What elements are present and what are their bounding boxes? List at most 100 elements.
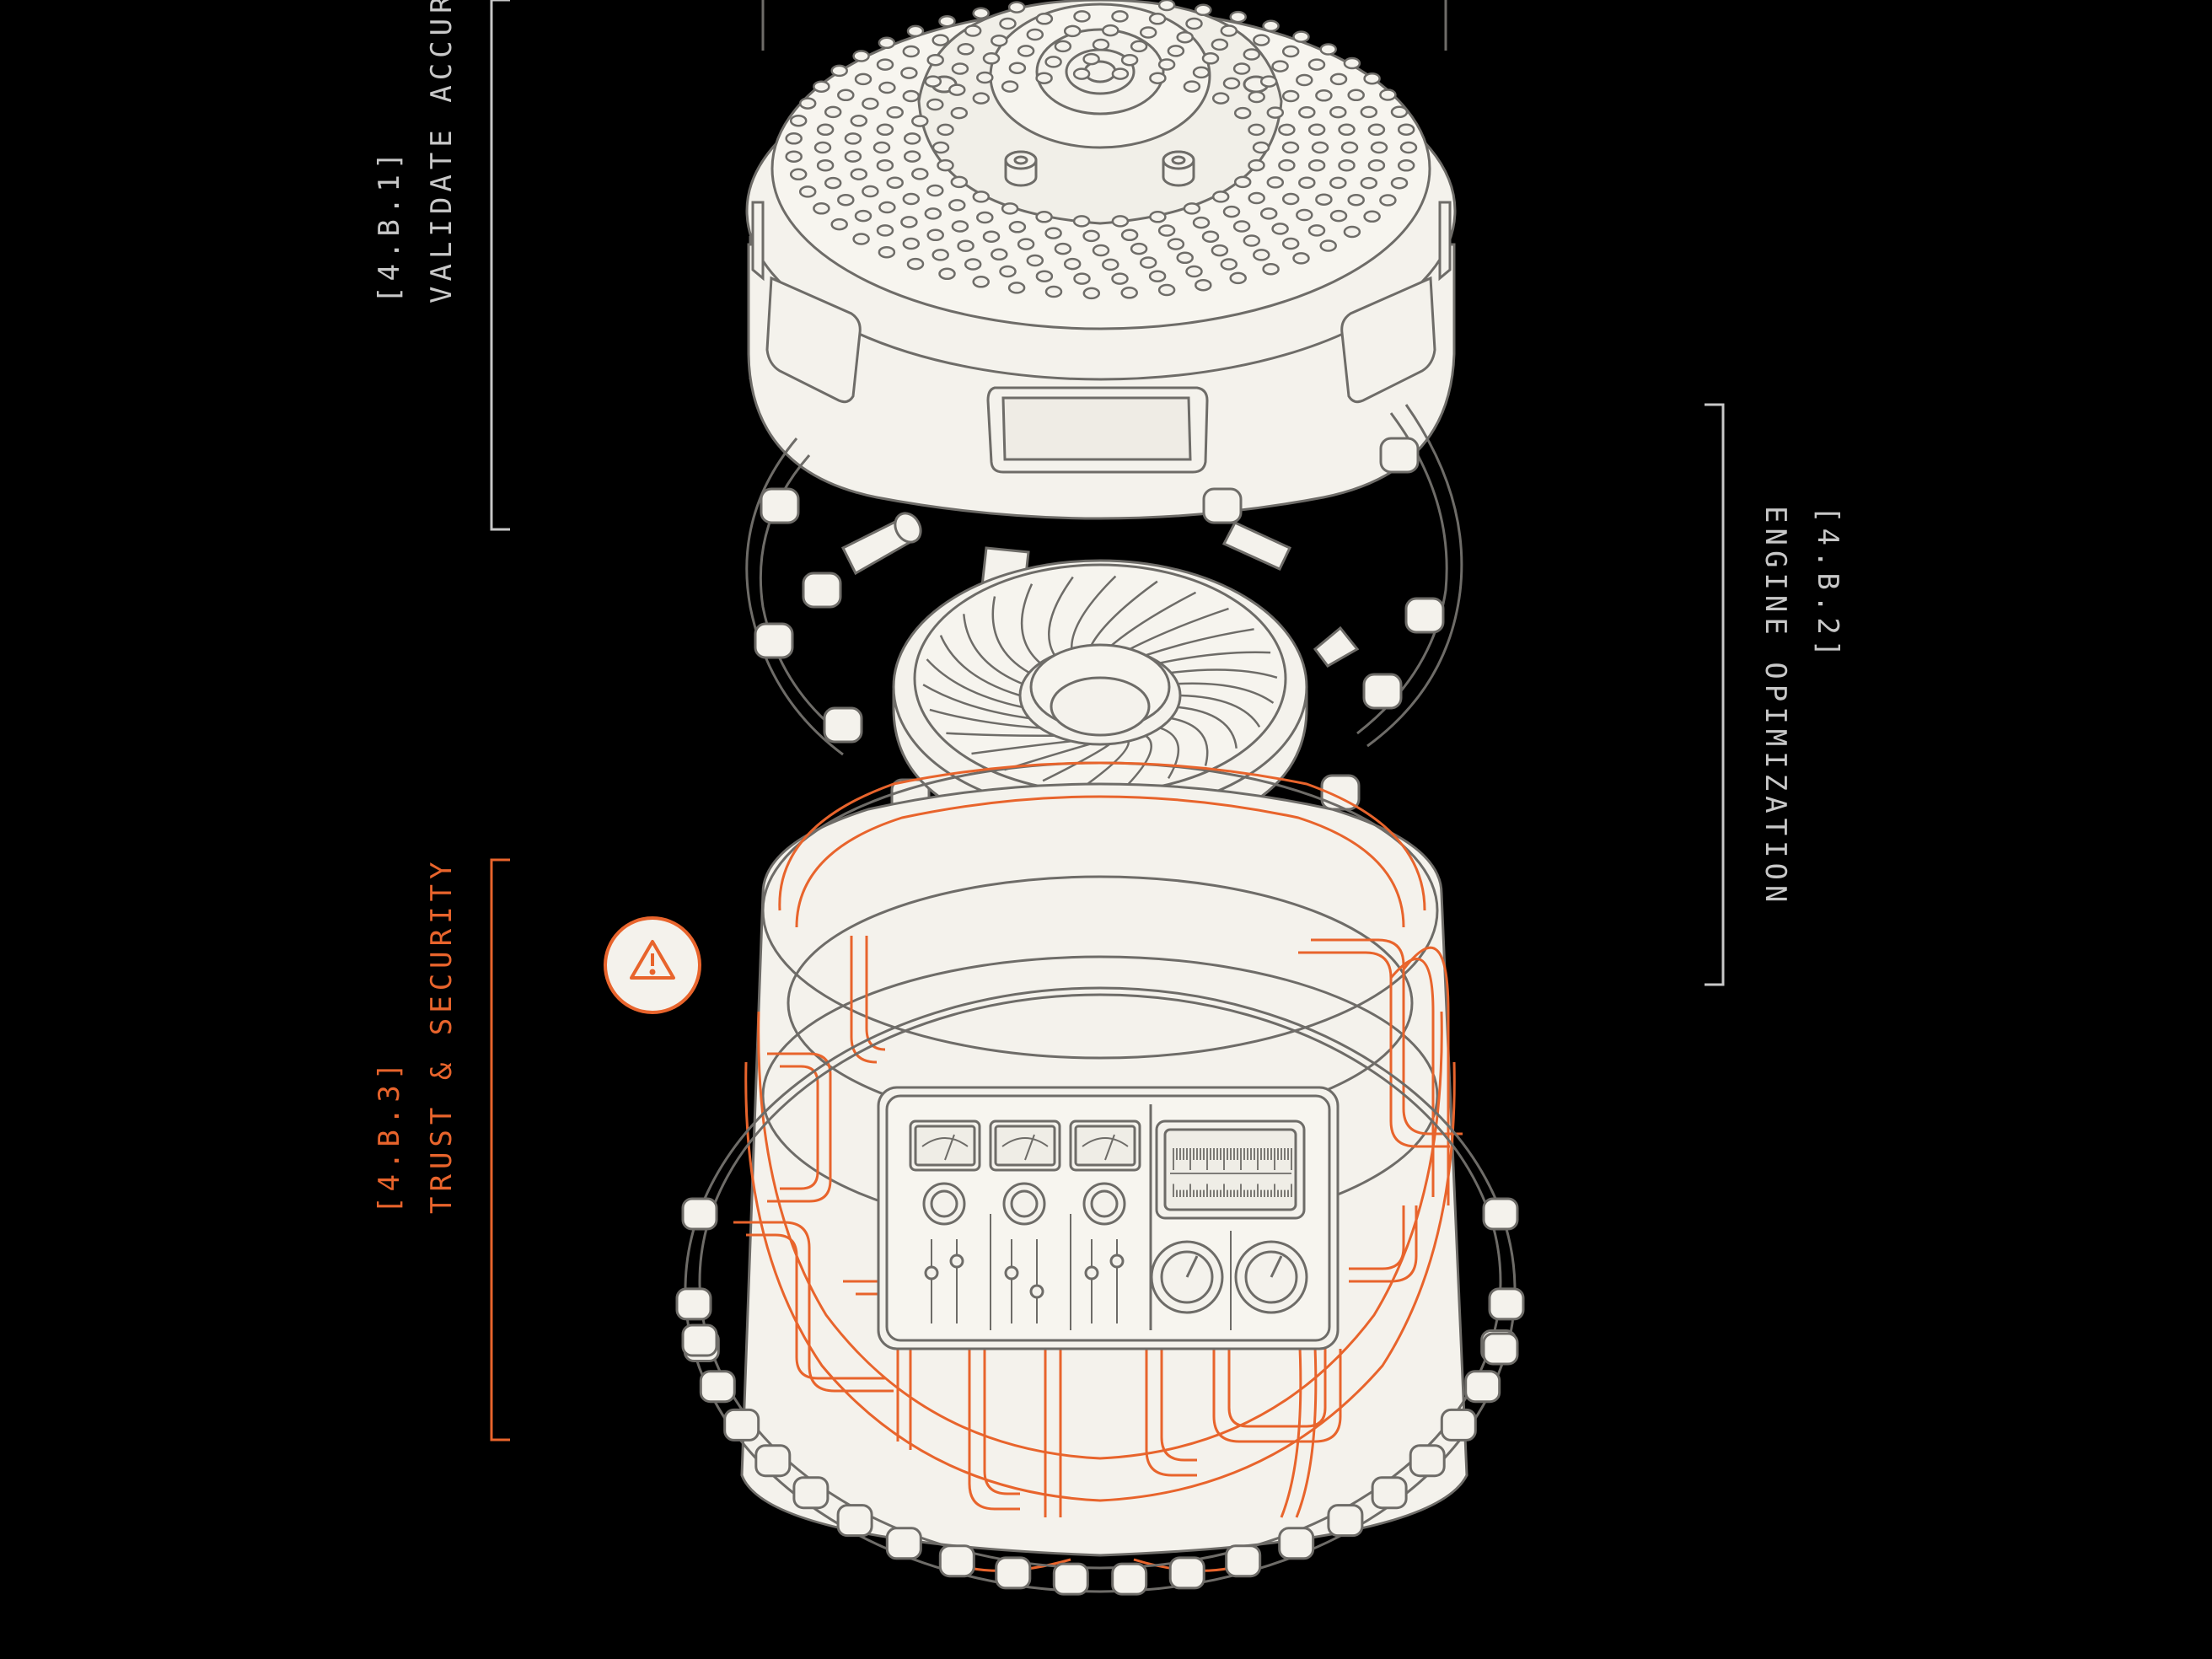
connector-capsule: [1362, 673, 1403, 710]
perforation-hole: [1262, 19, 1280, 33]
perforation-hole: [1229, 271, 1247, 285]
perforation-hole: [876, 224, 894, 237]
warning-badge[interactable]: [604, 916, 701, 1014]
turbine-blade: [1042, 743, 1111, 782]
meter-needle: [944, 1134, 955, 1161]
ring-capsule: [681, 1197, 718, 1231]
perforation-hole: [1035, 13, 1054, 25]
meter-scale: [921, 1137, 969, 1147]
perforation-hole: [991, 34, 1008, 47]
perforation-hole: [1338, 158, 1356, 172]
ring-capsule: [1111, 1562, 1148, 1596]
perforation-hole: [1253, 249, 1270, 261]
connector-capsule: [1320, 774, 1361, 811]
perforation-hole: [1281, 89, 1300, 103]
ring-capsule: [1440, 1408, 1477, 1442]
knob-cap: [930, 1189, 958, 1218]
perforation-hole: [1343, 56, 1361, 70]
perforation-hole: [886, 176, 904, 189]
perforation-hole: [837, 193, 855, 207]
perforation-hole: [789, 114, 808, 127]
label-trust-title: TRUST & SECURITY: [425, 856, 459, 1214]
perforation-hole: [813, 141, 832, 154]
perforation-hole: [1176, 251, 1194, 265]
ring-capsule: [1168, 1556, 1205, 1590]
perforation-hole: [932, 141, 950, 154]
perforation-hole: [950, 106, 969, 120]
ring-capsule: [754, 1444, 792, 1478]
label-validate-title: VALIDATE ACCURACY: [425, 0, 459, 303]
perforation-hole: [1157, 283, 1176, 297]
turbine-blade: [1089, 580, 1158, 647]
connector-capsule: [760, 487, 800, 524]
meter-needle: [1024, 1134, 1035, 1161]
perforation-hole: [824, 176, 842, 190]
perforation-hole: [1307, 224, 1326, 237]
perforation-hole: [1307, 158, 1326, 172]
perforation-hole: [1329, 209, 1348, 223]
perforation-hole: [1278, 123, 1296, 137]
ring-capsule: [885, 1527, 922, 1560]
perforation-hole: [878, 36, 896, 50]
perforation-hole: [1397, 159, 1415, 172]
perforation-hole: [830, 217, 848, 231]
outer-ring: [675, 986, 1525, 1596]
perforation-hole: [1248, 158, 1265, 172]
perforation-hole: [937, 123, 954, 137]
perforation-hole: [1211, 38, 1229, 51]
turbine-blade: [922, 684, 1030, 720]
perforation-hole: [948, 199, 966, 212]
perforation-hole: [1167, 45, 1185, 57]
perforation-hole: [1390, 176, 1409, 190]
perforation-hole: [1120, 287, 1138, 299]
meter-scale: [1082, 1137, 1129, 1147]
perforation-hole: [1252, 141, 1270, 154]
perforation-hole: [1192, 216, 1211, 229]
perforation-hole: [1120, 53, 1139, 67]
slider-handle: [924, 1265, 939, 1280]
top-housing: [745, 0, 1457, 520]
ring-capsule: [1327, 1504, 1364, 1538]
turbine-blade: [1128, 607, 1229, 651]
perforation-hole: [1367, 123, 1386, 137]
perforation-hole: [798, 185, 817, 198]
turbine-blade: [939, 635, 1021, 697]
perforation-hole: [1001, 80, 1019, 93]
perforation-hole: [1347, 193, 1365, 207]
perforation-hole: [876, 158, 894, 172]
turbine-blade: [1071, 575, 1117, 650]
perforation-hole: [1183, 202, 1201, 215]
perforation-hole: [1211, 244, 1229, 257]
perforation-hole: [924, 75, 942, 88]
perforation-hole: [1211, 191, 1230, 203]
perforation-hole: [1001, 202, 1019, 215]
perforation-hole: [1233, 175, 1252, 189]
slider-handle: [1029, 1284, 1044, 1299]
perforation-hole: [886, 106, 904, 119]
perforation-hole: [1026, 254, 1044, 267]
perforation-hole: [1111, 10, 1129, 23]
perforation-hole: [816, 123, 835, 137]
perforation-hole: [1035, 72, 1053, 84]
perforation-hole: [1248, 191, 1265, 205]
perforation-hole: [1397, 123, 1415, 136]
slider-handle: [949, 1254, 964, 1269]
connector-capsule: [802, 572, 842, 609]
perforation-hole: [972, 276, 990, 288]
connector-capsule: [1379, 437, 1420, 474]
perforation-hole: [878, 201, 896, 214]
connector-capsule: [1202, 487, 1243, 524]
perforation-hole: [1292, 30, 1310, 43]
perforation-hole: [798, 97, 817, 110]
perforation-hole: [1157, 224, 1176, 237]
turbine-blade: [971, 739, 1072, 755]
ring-capsule: [681, 1323, 718, 1357]
perforation-hole: [1082, 287, 1101, 300]
ring-capsule: [1482, 1332, 1519, 1366]
perforation-hole: [1130, 242, 1148, 255]
perforation-hole: [902, 237, 921, 250]
perforation-hole: [1360, 105, 1378, 119]
perforation-hole: [1390, 105, 1409, 119]
perforation-hole: [1063, 24, 1082, 38]
perforation-hole: [1329, 176, 1347, 190]
